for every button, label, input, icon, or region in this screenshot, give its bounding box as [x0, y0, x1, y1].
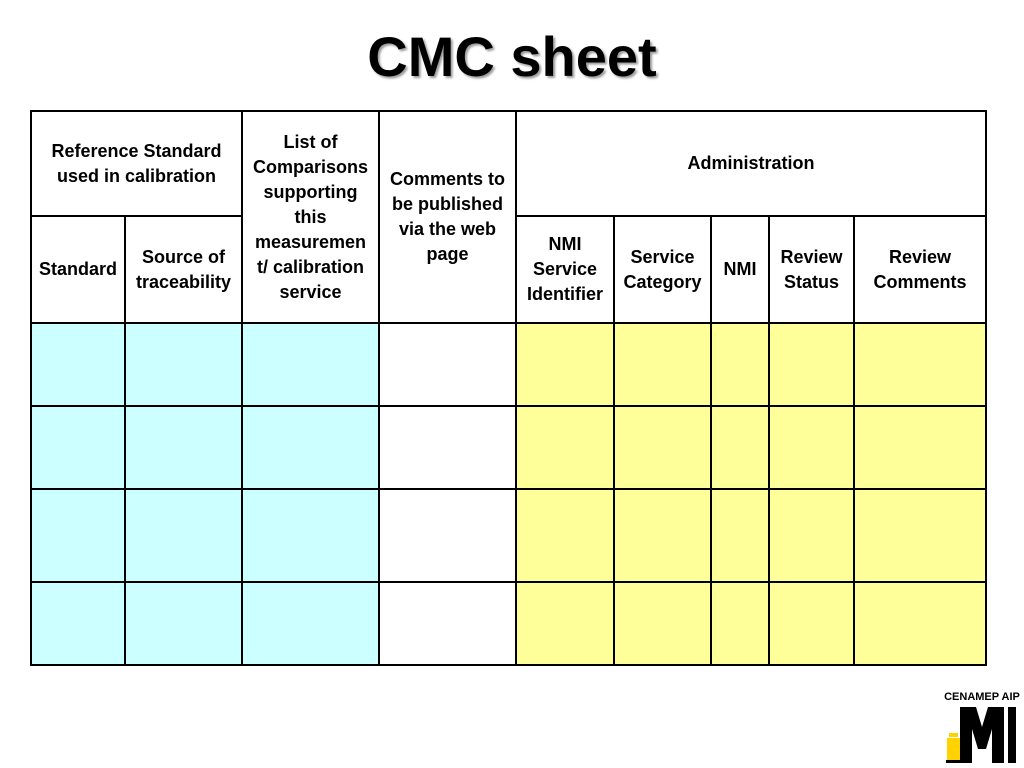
- table-row: [30, 488, 987, 583]
- cell-nmi-service-identifier[interactable]: [515, 488, 615, 583]
- cell-nmi-service-identifier[interactable]: [515, 581, 615, 666]
- header-list-of-comparisons: List of Comparisons supporting this meas…: [241, 110, 380, 324]
- cell-review-comments[interactable]: [853, 405, 987, 490]
- table-row: [30, 322, 987, 407]
- header-administration: Administration: [515, 110, 987, 217]
- header-standard: Standard: [30, 215, 126, 324]
- cell-standard[interactable]: [30, 488, 126, 583]
- weight-body: [947, 738, 960, 760]
- cell-source-of-traceability[interactable]: [124, 405, 243, 490]
- header-source-of-traceability: Source of traceability: [124, 215, 243, 324]
- cell-nmi[interactable]: [710, 488, 770, 583]
- cell-standard[interactable]: [30, 322, 126, 407]
- cell-service-category[interactable]: [613, 488, 712, 583]
- weight-top: [949, 733, 958, 737]
- cell-review-status[interactable]: [768, 405, 855, 490]
- cell-list-of-comparisons[interactable]: [241, 405, 380, 490]
- cell-comments[interactable]: [378, 488, 517, 583]
- cell-service-category[interactable]: [613, 405, 712, 490]
- cell-review-comments[interactable]: [853, 488, 987, 583]
- cell-review-comments[interactable]: [853, 581, 987, 666]
- cenamep-logo: CENAMEP AIP: [944, 690, 1020, 764]
- cell-source-of-traceability[interactable]: [124, 488, 243, 583]
- cell-comments[interactable]: [378, 322, 517, 407]
- page-title: CMC sheet: [367, 25, 657, 88]
- cell-source-of-traceability[interactable]: [124, 322, 243, 407]
- header-review-status: Review Status: [768, 215, 855, 324]
- cell-review-comments[interactable]: [853, 322, 987, 407]
- cell-nmi[interactable]: [710, 322, 770, 407]
- header-comments: Comments to be published via the web pag…: [378, 110, 517, 324]
- cell-comments[interactable]: [378, 581, 517, 666]
- scale-weight-logo-icon: [946, 707, 1016, 763]
- cell-nmi-service-identifier[interactable]: [515, 322, 615, 407]
- cell-list-of-comparisons[interactable]: [241, 322, 380, 407]
- header-nmi-service-identifier: NMI Service Identifier: [515, 215, 615, 324]
- cell-review-status[interactable]: [768, 581, 855, 666]
- cell-standard[interactable]: [30, 581, 126, 666]
- cell-list-of-comparisons[interactable]: [241, 581, 380, 666]
- table-row: [30, 581, 987, 666]
- cell-standard[interactable]: [30, 405, 126, 490]
- cell-service-category[interactable]: [613, 322, 712, 407]
- cell-nmi-service-identifier[interactable]: [515, 405, 615, 490]
- cell-nmi[interactable]: [710, 581, 770, 666]
- cell-source-of-traceability[interactable]: [124, 581, 243, 666]
- header-reference-standard: Reference Standard used in calibration: [30, 110, 243, 217]
- logo-text: CENAMEP AIP: [944, 691, 1020, 703]
- cell-review-status[interactable]: [768, 322, 855, 407]
- header-review-comments: Review Comments: [853, 215, 987, 324]
- header-service-category: Service Category: [613, 215, 712, 324]
- cmc-table: Reference Standard used in calibration L…: [30, 110, 987, 666]
- cell-comments[interactable]: [378, 405, 517, 490]
- cell-nmi[interactable]: [710, 405, 770, 490]
- cell-list-of-comparisons[interactable]: [241, 488, 380, 583]
- table-row: [30, 405, 987, 490]
- header-nmi: NMI: [710, 215, 770, 324]
- cell-review-status[interactable]: [768, 488, 855, 583]
- cell-service-category[interactable]: [613, 581, 712, 666]
